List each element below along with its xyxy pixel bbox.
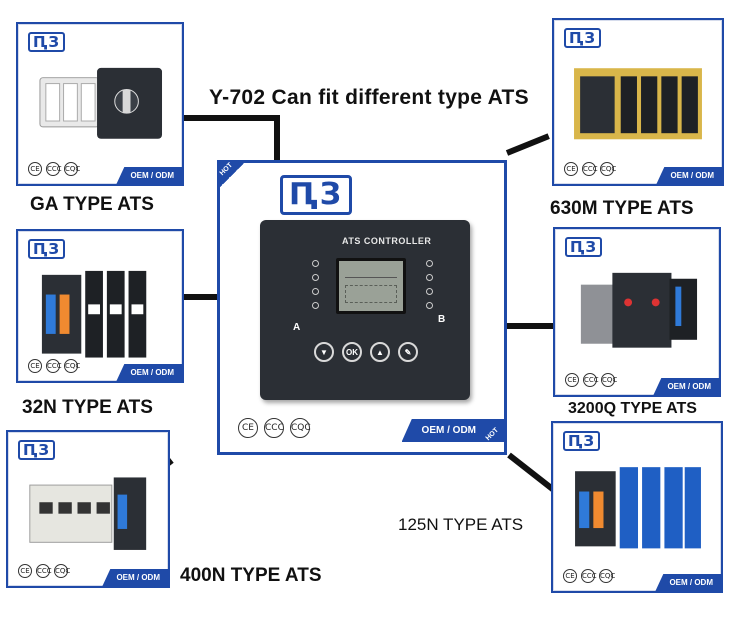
lcd-display xyxy=(336,258,406,314)
side-a-label: A xyxy=(293,322,301,333)
label-400n: 400N TYPE ATS xyxy=(180,565,322,586)
card-32n: ԤЗ CE CCC CQC OEM / ODM xyxy=(16,229,184,383)
cqc-mark: CQC xyxy=(54,564,70,578)
label-32n: 32N TYPE ATS xyxy=(22,397,153,418)
led-column-right xyxy=(426,260,433,309)
cert-marks: CE CCC CQC xyxy=(563,569,615,583)
oem-badge: OEM / ODM xyxy=(116,364,182,381)
cert-marks: CE CCC CQC xyxy=(18,564,70,578)
cqc-mark: CQC xyxy=(601,373,617,387)
cert-marks: CE CCC CQC xyxy=(564,162,616,176)
oem-badge: OEM / ODM xyxy=(656,167,722,184)
ce-mark: CE xyxy=(28,162,42,176)
connector-630m xyxy=(505,133,550,156)
630m-ats-image xyxy=(574,68,702,140)
label-630m: 630M TYPE ATS xyxy=(550,198,694,219)
connector-32n xyxy=(184,294,217,300)
controller-buttons: ▼ OK ▲ ✎ xyxy=(314,342,418,362)
ce-mark: CE xyxy=(565,373,579,387)
ccc-mark: CCC xyxy=(581,569,597,583)
brand-logo: ԤЗ xyxy=(563,431,601,451)
side-b-label: B xyxy=(438,314,446,325)
headline: Y-702 Can fit different type ATS xyxy=(209,86,529,109)
oem-badge: OEM / ODM xyxy=(653,378,719,395)
ccc-mark: CCC xyxy=(583,373,599,387)
ccc-mark: CCC xyxy=(46,359,62,373)
cqc-mark: CQC xyxy=(599,569,615,583)
connector-ga xyxy=(184,115,280,121)
oem-badge-large: OEM / ODM xyxy=(401,419,504,442)
ce-mark: CE xyxy=(28,359,42,373)
ce-mark: CE xyxy=(564,162,578,176)
label-3200q: 3200Q TYPE ATS xyxy=(568,400,697,417)
card-400n: ԤЗ CE CCC CQC OEM / ODM xyxy=(6,430,170,588)
ce-mark: CE xyxy=(18,564,32,578)
connector-ga-vertical xyxy=(274,115,280,160)
cert-marks: CE CCC CQC xyxy=(565,373,617,387)
center-card-controller: HOT ԤЗ ATS CONTROLLER A B ▼ OK ▲ ✎ CE CC… xyxy=(217,160,507,455)
cqc-mark: CQC xyxy=(64,359,80,373)
ccc-mark: CCC xyxy=(36,564,52,578)
card-630m: ԤЗ CE CCC CQC OEM / ODM xyxy=(552,18,724,186)
controller-title: ATS CONTROLLER xyxy=(342,236,432,246)
brand-logo: ԤЗ xyxy=(565,237,603,257)
400n-ats-image xyxy=(29,477,147,550)
label-ga: GA TYPE ATS xyxy=(30,194,154,215)
cqc-mark: CQC xyxy=(64,162,80,176)
oem-badge: OEM / ODM xyxy=(102,569,168,586)
up-button-icon: ▲ xyxy=(370,342,390,362)
card-ga: ԤЗ CE CCC CQC OEM / ODM xyxy=(16,22,184,186)
ccc-mark: CCC xyxy=(582,162,598,176)
hot-badge: HOT xyxy=(217,160,247,190)
brand-logo-large: ԤЗ xyxy=(280,175,353,215)
ok-button-icon: OK xyxy=(342,342,362,362)
3200q-ats-image xyxy=(580,272,698,348)
led-column-left xyxy=(312,260,319,309)
cqc-mark: CQC xyxy=(600,162,616,176)
card-3200q: ԤЗ CE CCC CQC OEM / ODM xyxy=(553,227,721,397)
brand-logo: ԤЗ xyxy=(28,239,66,259)
wrench-button-icon: ✎ xyxy=(398,342,418,362)
ccc-mark: CCC xyxy=(46,162,62,176)
brand-logo: ԤЗ xyxy=(564,28,602,48)
cqc-mark: CQC xyxy=(290,418,311,438)
ga-ats-image xyxy=(39,67,163,139)
brand-logo: ԤЗ xyxy=(18,440,56,460)
connector-125n xyxy=(507,452,555,492)
ccc-mark: CCC xyxy=(264,418,284,438)
cert-marks: CE CCC CQC xyxy=(28,162,80,176)
oem-badge: OEM / ODM xyxy=(655,574,721,591)
down-button-icon: ▼ xyxy=(314,342,334,362)
oem-badge: OEM / ODM xyxy=(116,167,182,184)
ce-mark: CE xyxy=(238,418,258,438)
cert-marks-large: CE CCC CQC xyxy=(238,418,311,438)
32n-ats-image xyxy=(41,270,147,358)
y702-controller-image: ATS CONTROLLER A B ▼ OK ▲ ✎ xyxy=(260,220,470,400)
cert-marks: CE CCC CQC xyxy=(28,359,80,373)
card-125n: ԤЗ CE CCC CQC OEM / ODM xyxy=(551,421,723,593)
brand-logo: ԤЗ xyxy=(28,32,66,52)
125n-ats-image xyxy=(575,467,701,549)
label-125n: 125N TYPE ATS xyxy=(398,515,524,534)
connector-3200q xyxy=(507,323,553,329)
ce-mark: CE xyxy=(563,569,577,583)
